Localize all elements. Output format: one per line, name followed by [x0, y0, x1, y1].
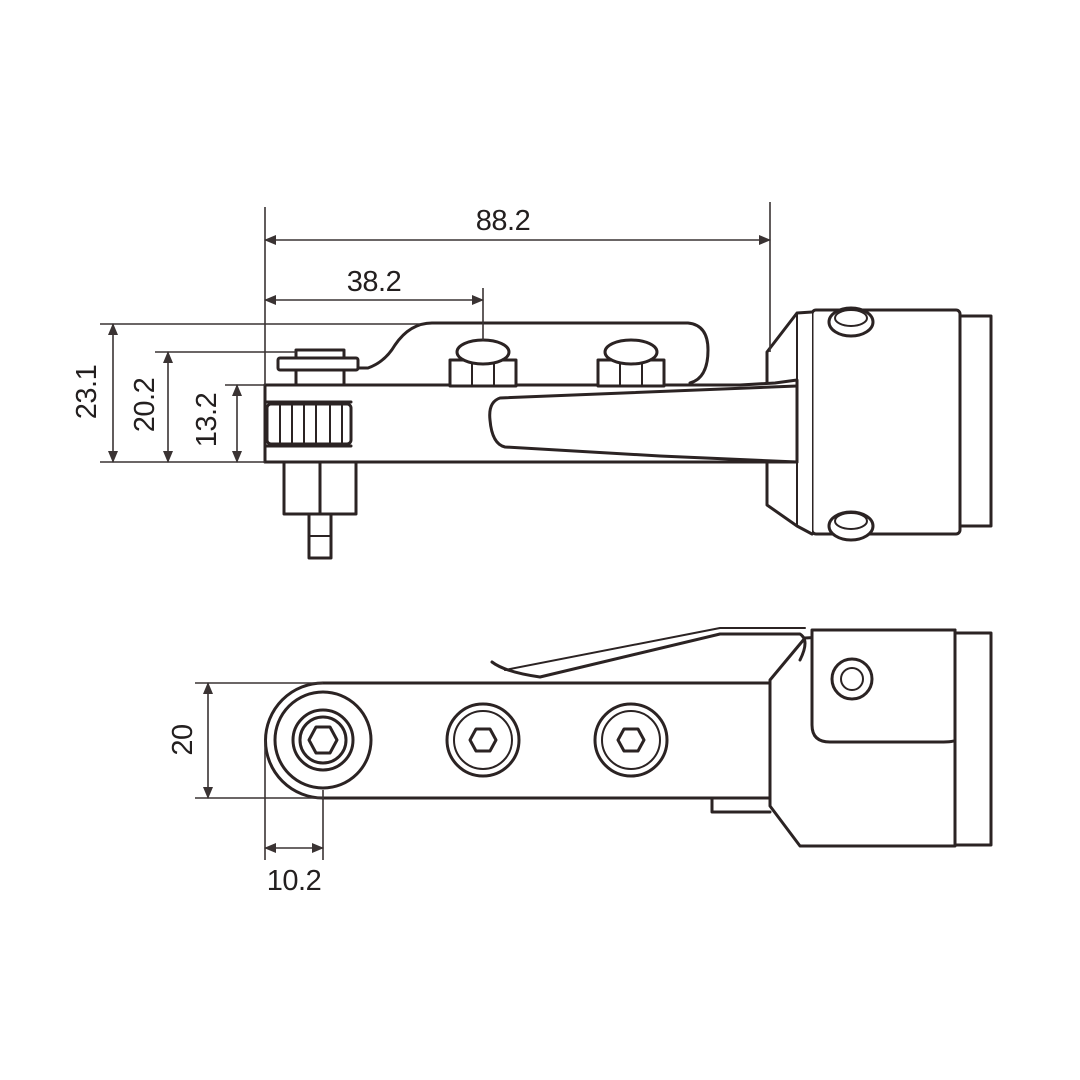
dim-body-height: 13.2	[191, 393, 223, 447]
mount-end-cap-2	[953, 631, 993, 847]
side-view	[263, 306, 993, 560]
dimension-lines	[100, 202, 771, 860]
mount-screw-icon	[830, 657, 874, 701]
roller-head	[263, 348, 360, 448]
top-view	[264, 627, 993, 848]
screw-top-icon	[827, 306, 875, 338]
dim-overall-length: 88.2	[476, 205, 530, 237]
nut-1-icon	[448, 338, 518, 388]
nut-2-icon	[596, 338, 666, 388]
dim-mid-height: 20.2	[129, 378, 161, 432]
dim-head-offset: 10.2	[267, 865, 321, 897]
dim-total-height: 23.1	[71, 365, 103, 419]
dim-arm-width: 20	[167, 724, 199, 755]
roller-icon	[273, 690, 373, 790]
spring-clip	[341, 321, 710, 385]
mount-body	[810, 308, 962, 536]
dimension-labels: 88.2 38.2 23.1 20.2 13.2 20 10.2	[71, 205, 531, 897]
hex-screw-2-icon	[593, 702, 669, 778]
spring-clip-top	[490, 632, 807, 679]
dim-bolt-offset: 38.2	[347, 266, 401, 298]
arm-plate	[321, 681, 772, 800]
screw-bottom-icon	[827, 510, 875, 542]
hex-screw-1-icon	[445, 702, 521, 778]
